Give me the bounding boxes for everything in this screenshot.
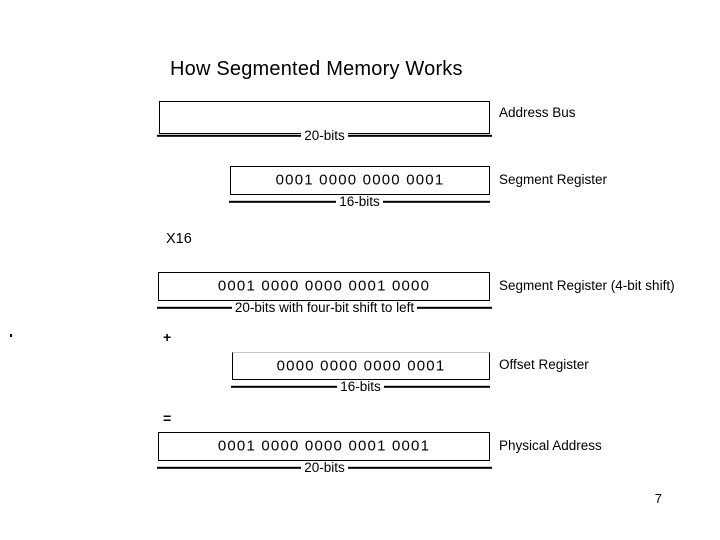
page-title: How Segmented Memory Works	[170, 58, 463, 80]
address-bus-box	[159, 101, 490, 134]
segment-register-shifted-caption: 20-bits with four-bit shift to left	[157, 300, 492, 316]
segment-register-caption-text: 16-bits	[336, 195, 383, 209]
segment-register-box: 0001 0000 0000 0001	[230, 166, 490, 195]
operator-multiply: X16	[166, 231, 192, 247]
physical-address-label: Physical Address	[499, 438, 602, 453]
segment-register-label: Segment Register	[499, 172, 608, 187]
physical-address-caption-text: 20-bits	[301, 461, 348, 475]
offset-register-label: Offset Register	[499, 357, 589, 372]
offset-register-bits: 0000 0000 0000 0001	[276, 357, 446, 374]
physical-address-bits: 0001 0000 0000 0001 0001	[217, 437, 431, 455]
segment-register-caption: 16-bits	[229, 194, 490, 210]
offset-register-caption-text: 16-bits	[337, 380, 384, 394]
address-bus-label: Address Bus	[499, 105, 576, 120]
segment-register-shifted-bits: 0001 0000 0000 0001 0000	[217, 277, 431, 295]
stray-mark	[10, 334, 12, 337]
address-bus-caption: 20-bits	[157, 128, 492, 144]
physical-address-caption: 20-bits	[157, 460, 492, 476]
segment-register-shifted-label: Segment Register (4-bit shift)	[499, 278, 675, 293]
operator-equals: =	[163, 410, 172, 426]
offset-register-box: 0000 0000 0000 0001	[232, 352, 490, 380]
address-bus-caption-text: 20-bits	[301, 129, 348, 143]
operator-plus: +	[163, 329, 172, 345]
page-number: 7	[654, 491, 662, 506]
physical-address-box: 0001 0000 0000 0001 0001	[158, 432, 490, 461]
segment-register-shifted-box: 0001 0000 0000 0001 0000	[158, 272, 490, 301]
offset-register-caption: 16-bits	[231, 379, 490, 395]
segment-register-bits: 0001 0000 0000 0001	[275, 171, 445, 189]
segment-register-shifted-caption-text: 20-bits with four-bit shift to left	[231, 301, 418, 315]
